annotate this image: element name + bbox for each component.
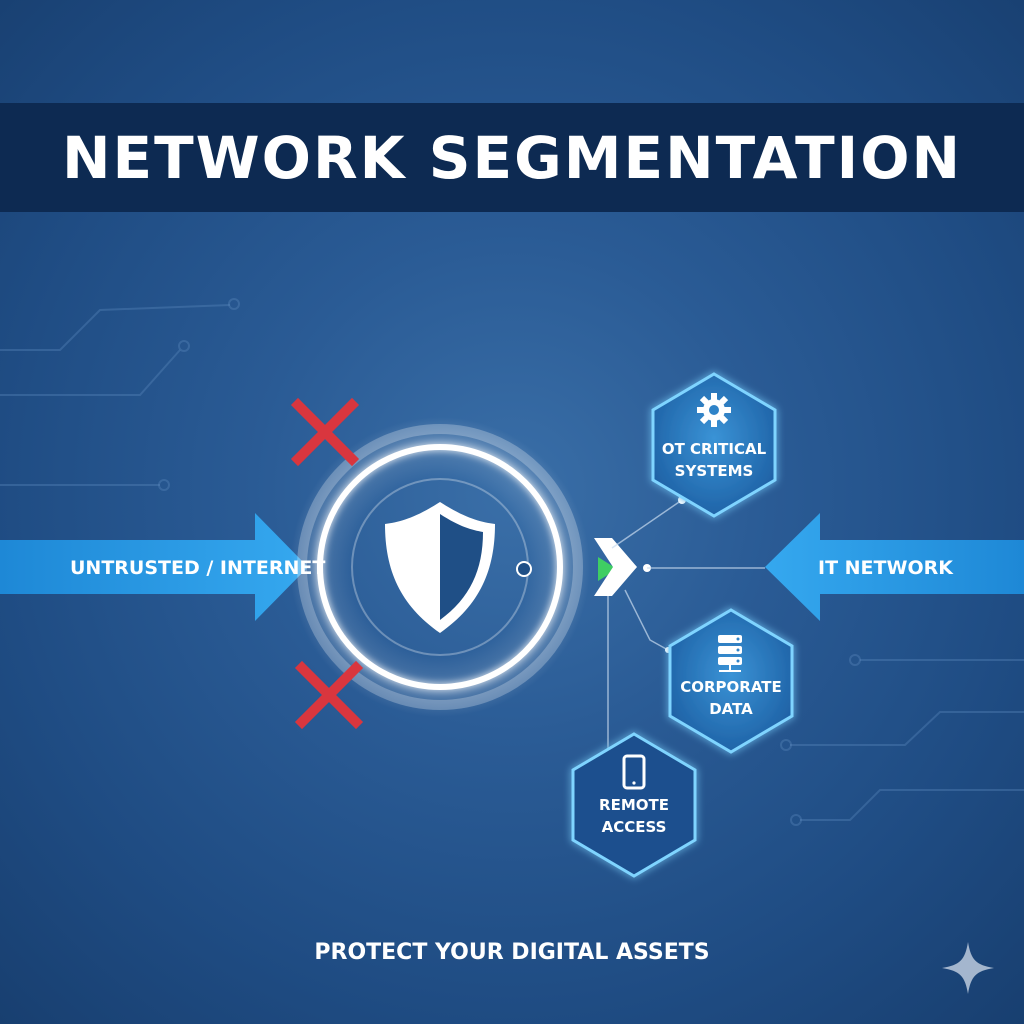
ot-critical-systems-label: OT CRITICAL SYSTEMS: [661, 440, 767, 480]
tagline: PROTECT YOUR DIGITAL ASSETS: [314, 940, 710, 965]
router-node: [594, 538, 637, 596]
it-network-arrow: [765, 513, 1024, 621]
allowed-flow-arrow: [516, 557, 617, 581]
untrusted-internet-arrow: [0, 513, 308, 621]
hex-ot-critical-systems: [651, 372, 777, 518]
red-x-icon: [294, 660, 364, 730]
red-x-icon: [290, 397, 360, 467]
it-network-label: IT NETWORK: [818, 557, 953, 579]
circuit-decoration: [0, 298, 1024, 826]
database-icon: [718, 635, 742, 672]
remote-access-label: REMOTE ACCESS: [599, 796, 669, 836]
page-title: NETWORK SEGMENTATION: [61, 123, 963, 192]
sparkle-icon: [942, 942, 994, 994]
connection-lines: [607, 496, 765, 768]
shield-icon: [385, 502, 495, 633]
mobile-icon: [622, 754, 646, 790]
gear-icon: [697, 393, 731, 427]
hex-corporate-data: [668, 608, 794, 754]
untrusted-internet-label: UNTRUSTED / INTERNET: [70, 557, 326, 579]
title-banner: NETWORK SEGMENTATION: [0, 103, 1024, 212]
corporate-data-label: CORPORATE DATA: [680, 678, 782, 718]
hex-remote-access: [571, 732, 697, 878]
